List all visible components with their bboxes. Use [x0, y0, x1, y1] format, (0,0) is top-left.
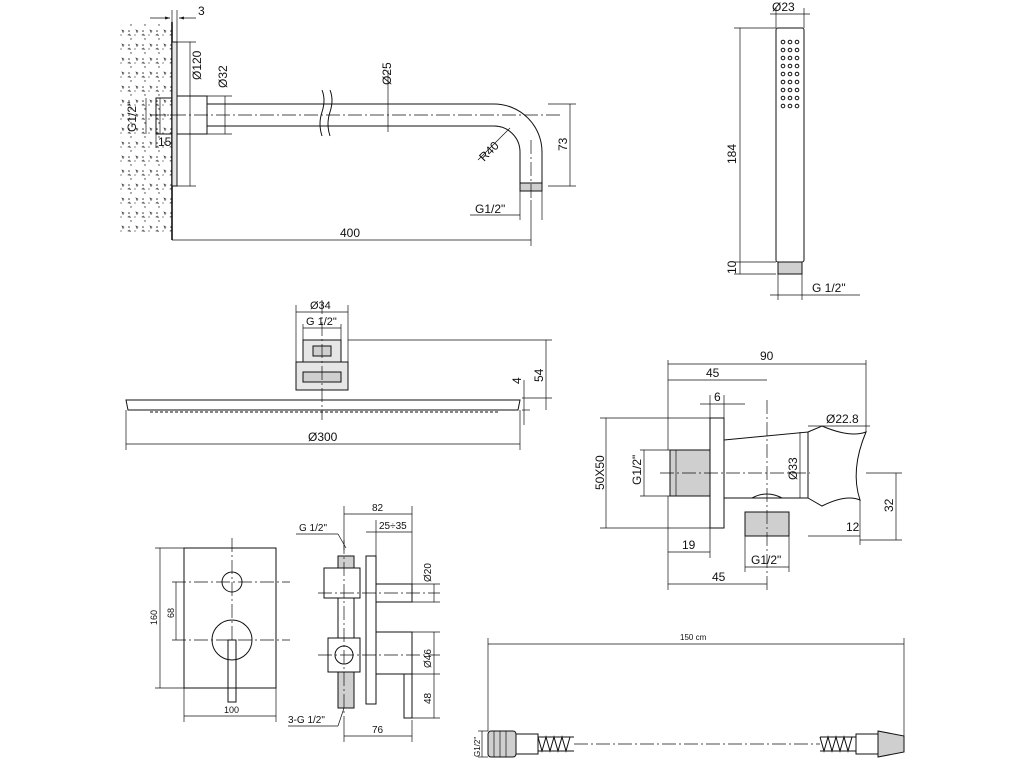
dim-head-diameter: Ø300	[308, 430, 338, 444]
dim-hand-diameter: Ø23	[772, 0, 795, 14]
mixer-bottom-outlet	[337, 671, 355, 709]
dim-bracket-plate-thickness: 6	[714, 390, 721, 404]
hand-shower-body	[775, 27, 805, 263]
dim-head-plate-thickness: 4	[510, 377, 524, 384]
dim-bend-radius: R40	[476, 138, 502, 164]
dim-inlet-thread: G1/2"	[630, 455, 644, 485]
dim-plate-thickness: 3	[198, 4, 205, 18]
wall-thread	[155, 97, 173, 135]
dim-base-diameter: Ø32	[216, 65, 230, 88]
mixer-face-plate	[183, 547, 277, 689]
dim-plate-size: 50X50	[593, 455, 607, 490]
arm-pipe-top	[210, 103, 543, 186]
dim-plate-height: 160	[149, 610, 159, 625]
dim-thread-depth: 15	[158, 135, 172, 149]
dim-diverter-diameter: Ø20	[423, 563, 434, 582]
wall-flange	[171, 41, 178, 187]
dim-bracket-outlet-position: 45	[712, 570, 726, 584]
hose-coil-left	[537, 735, 571, 753]
dim-mixer-body-depth: 76	[372, 725, 384, 736]
dim-pipe-diameter: Ø25	[380, 62, 394, 85]
dim-body-diameter: Ø33	[786, 457, 800, 480]
dim-mixer-depth: 82	[372, 503, 384, 514]
dim-wall-thread: G1/2"	[125, 102, 139, 132]
hose-sleeve-right	[855, 733, 879, 755]
dim-bracket-total: 90	[760, 349, 774, 363]
dim-holder-diameter: Ø22.8	[826, 412, 859, 426]
dim-lever-offset: 48	[423, 692, 434, 704]
dim-diverter-offset: 68	[166, 608, 176, 618]
lever-housing	[375, 631, 413, 675]
dim-mixer-ports: 3-G 1/2"	[288, 715, 325, 726]
head-plate	[125, 399, 521, 411]
dim-flange-diameter: Ø120	[190, 50, 204, 80]
arm-pipe-bottom	[210, 125, 521, 186]
mixer-upper-block	[323, 567, 361, 599]
dim-mixer-inlet-thread: G 1/2"	[299, 523, 327, 534]
head-shower-drawing: Ø34 G 1/2" 4 54 Ø300	[125, 300, 552, 450]
hose-cone-right	[877, 730, 905, 758]
mixer-plate-drawing: 160 68 100	[149, 538, 290, 722]
hose-drawing: 150 cm G1/2"	[473, 633, 905, 758]
dim-drop-height: 73	[556, 137, 570, 151]
dim-hand-connector: 10	[725, 260, 739, 274]
hose-sleeve-left	[515, 733, 539, 755]
mixer-lever	[227, 639, 237, 703]
dim-head-thread: G 1/2"	[306, 316, 337, 328]
dim-bracket-body: 45	[706, 366, 720, 380]
shower-arm-drawing: 3 Ø120 Ø32 Ø25 G1/2" 15 R40 73 G1/2"	[118, 4, 576, 246]
dim-lever-diameter: Ø46	[423, 649, 434, 668]
dim-outlet-thread: G1/2"	[475, 202, 505, 216]
dim-lip: 12	[846, 520, 860, 534]
dim-hose-thread: G1/2"	[473, 737, 482, 757]
mixer-side-plate	[365, 555, 377, 705]
hose-coil-right	[819, 735, 853, 753]
dim-hose-length: 150 cm	[680, 633, 707, 642]
mixer-column	[337, 597, 355, 639]
dim-hand-length: 184	[725, 144, 739, 164]
hand-shower-drawing: Ø23 184 10 G 1/2"	[725, 0, 860, 300]
dim-hand-thread: G 1/2"	[812, 281, 846, 295]
dim-bracket-outlet-thread: G1/2"	[751, 553, 781, 567]
lever-side	[403, 673, 413, 719]
hand-shower-nozzles	[780, 39, 800, 109]
dim-outlet-offset: 32	[882, 498, 896, 512]
wall-bracket-drawing: 90 45 6 Ø22.8 50X50 G1/2" Ø33 32 12 19 G…	[593, 349, 902, 590]
hose-nut-left	[487, 730, 517, 758]
hand-shower-connector	[777, 261, 803, 275]
mixer-body-drawing: 82 25÷35 G 1/2" Ø20 Ø46 48 3-G 1/2" 76	[288, 503, 440, 742]
dim-bracket-thread-depth: 19	[682, 538, 696, 552]
dim-arm-length: 400	[340, 226, 360, 240]
dim-head-connector-diameter: Ø34	[310, 300, 331, 312]
dim-head-height: 54	[532, 368, 546, 382]
wall-hatch	[118, 22, 172, 234]
mixer-top-inlet	[337, 555, 355, 569]
dim-plate-width: 100	[224, 705, 239, 715]
dim-adjust-range: 25÷35	[379, 521, 407, 532]
bracket-holder	[807, 425, 867, 507]
